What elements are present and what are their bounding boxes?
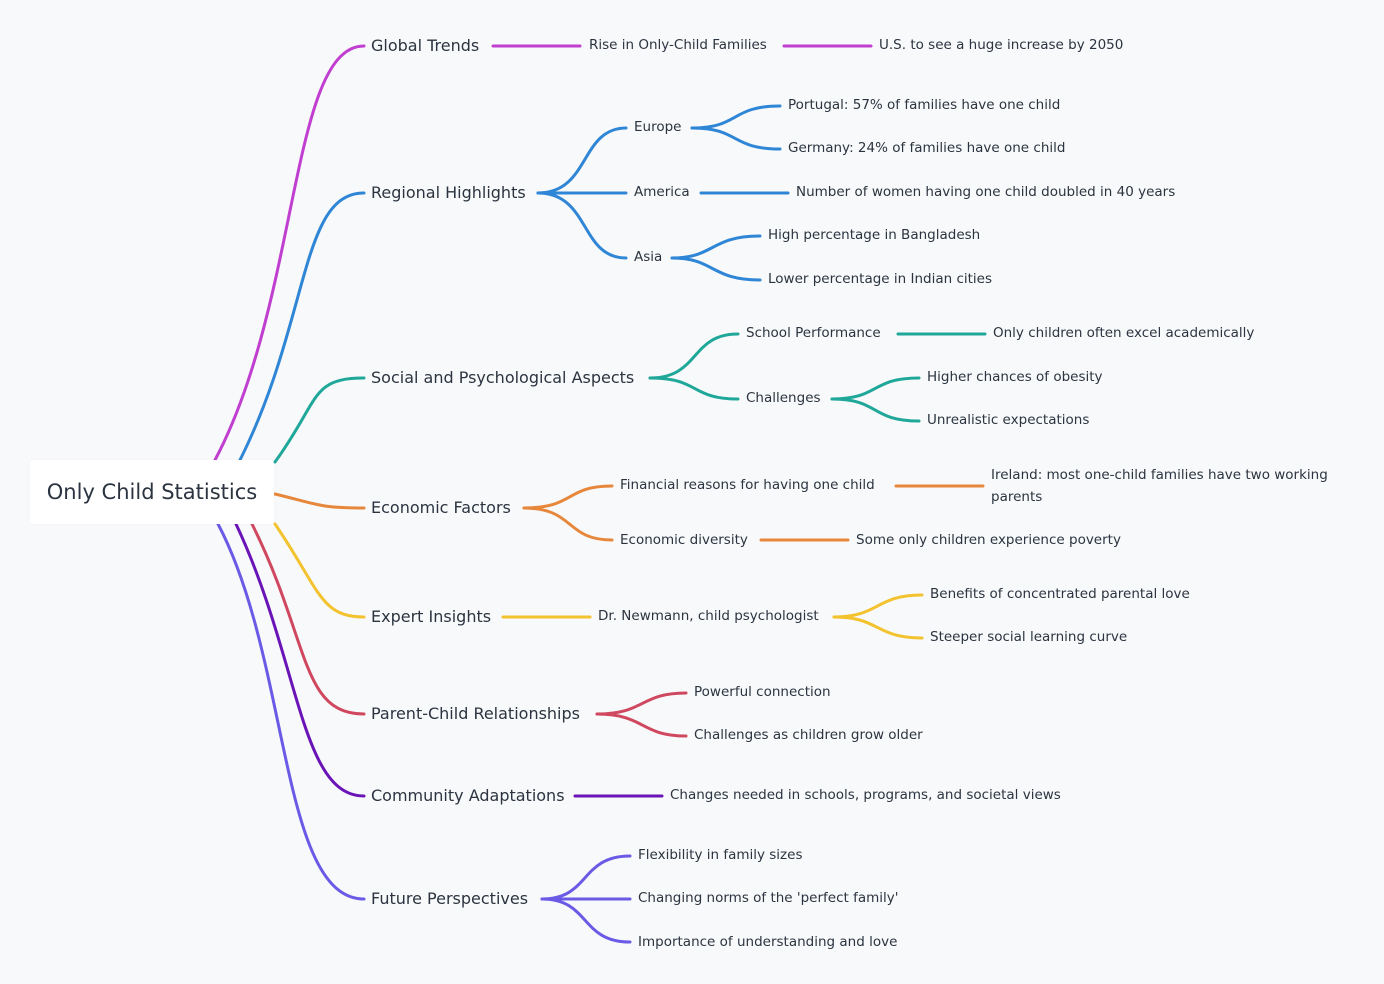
node-grow-older[interactable]: Challenges as children grow older — [694, 727, 923, 743]
link-challenges-obesity — [830, 376, 921, 401]
link-root-parent-child — [250, 522, 366, 716]
root-label: Only Child Statistics — [46, 480, 258, 504]
link-root-expert-insights — [273, 522, 366, 619]
node-challenges[interactable]: Challenges — [746, 390, 821, 406]
link-future-flex — [540, 854, 632, 901]
node-rise-only-child[interactable]: Rise in Only-Child Families — [589, 37, 767, 53]
link-economic-financial — [522, 484, 614, 510]
link-root-community — [234, 522, 366, 798]
node-perfect-family[interactable]: Changing norms of the 'perfect family' — [638, 890, 899, 906]
link-regional-asia — [536, 191, 628, 260]
node-america[interactable]: America — [634, 184, 690, 200]
node-ireland[interactable]: Ireland: most one-child families have tw… — [991, 467, 1328, 505]
link-economic-diversity — [522, 506, 614, 542]
node-dr-newmann[interactable]: Dr. Newmann, child psychologist — [598, 608, 819, 624]
link-root-future — [216, 522, 366, 901]
node-school-performance[interactable]: School Performance — [746, 325, 881, 341]
link-europe-germany — [690, 126, 782, 151]
link-root-global-trends — [213, 44, 366, 462]
link-root-regional-highlights — [238, 191, 366, 462]
node-economic-diversity[interactable]: Economic diversity — [620, 532, 748, 548]
node-changes-needed[interactable]: Changes needed in schools, programs, and… — [670, 787, 1061, 803]
link-parent-older — [595, 712, 688, 738]
node-us-increase[interactable]: U.S. to see a huge increase by 2050 — [879, 37, 1124, 53]
node-unrealistic-expectations[interactable]: Unrealistic expectations — [927, 412, 1090, 428]
node-social-psychological[interactable]: Social and Psychological Aspects — [371, 368, 635, 387]
link-regional-europe — [536, 126, 628, 195]
node-financial-reasons[interactable]: Financial reasons for having one child — [620, 477, 875, 493]
node-powerful-connection[interactable]: Powerful connection — [694, 684, 831, 700]
link-social-school — [648, 332, 740, 380]
link-root-social-aspects — [273, 376, 366, 464]
link-newmann-steeper — [832, 615, 924, 640]
node-social-learning[interactable]: Steeper social learning curve — [930, 629, 1128, 645]
link-parent-powerful — [595, 691, 688, 716]
node-indian-cities[interactable]: Lower percentage in Indian cities — [768, 271, 993, 287]
node-obesity[interactable]: Higher chances of obesity — [927, 369, 1103, 385]
node-asia[interactable]: Asia — [634, 249, 663, 265]
link-challenges-unrealistic — [830, 397, 921, 423]
node-community-adaptations[interactable]: Community Adaptations — [371, 786, 565, 805]
link-asia-bangladesh — [670, 234, 762, 260]
link-newmann-benefits — [832, 593, 924, 619]
node-bangladesh[interactable]: High percentage in Bangladesh — [768, 227, 981, 243]
node-europe[interactable]: Europe — [634, 119, 682, 135]
node-flexibility[interactable]: Flexibility in family sizes — [638, 847, 803, 863]
node-future-perspectives[interactable]: Future Perspectives — [371, 889, 529, 908]
link-future-importance — [540, 897, 632, 944]
link-social-challenges — [648, 376, 740, 401]
node-germany[interactable]: Germany: 24% of families have one child — [788, 140, 1066, 156]
node-understanding-love[interactable]: Importance of understanding and love — [638, 934, 898, 950]
node-women-one-child[interactable]: Number of women having one child doubled… — [796, 184, 1176, 200]
node-portugal[interactable]: Portugal: 57% of families have one child — [788, 97, 1061, 113]
node-global-trends[interactable]: Global Trends — [371, 36, 480, 55]
node-regional-highlights[interactable]: Regional Highlights — [371, 183, 526, 202]
node-expert-insights[interactable]: Expert Insights — [371, 607, 492, 626]
node-parental-love[interactable]: Benefits of concentrated parental love — [930, 586, 1190, 602]
root-node[interactable]: Only Child Statistics — [30, 460, 274, 524]
link-europe-portugal — [690, 104, 782, 130]
node-economic-factors[interactable]: Economic Factors — [371, 498, 511, 517]
link-asia-india — [670, 256, 762, 282]
link-root-economic-factors — [273, 492, 366, 510]
node-excel-academically[interactable]: Only children often excel academically — [993, 325, 1255, 341]
node-parent-child[interactable]: Parent-Child Relationships — [371, 704, 580, 723]
node-poverty[interactable]: Some only children experience poverty — [856, 532, 1121, 548]
